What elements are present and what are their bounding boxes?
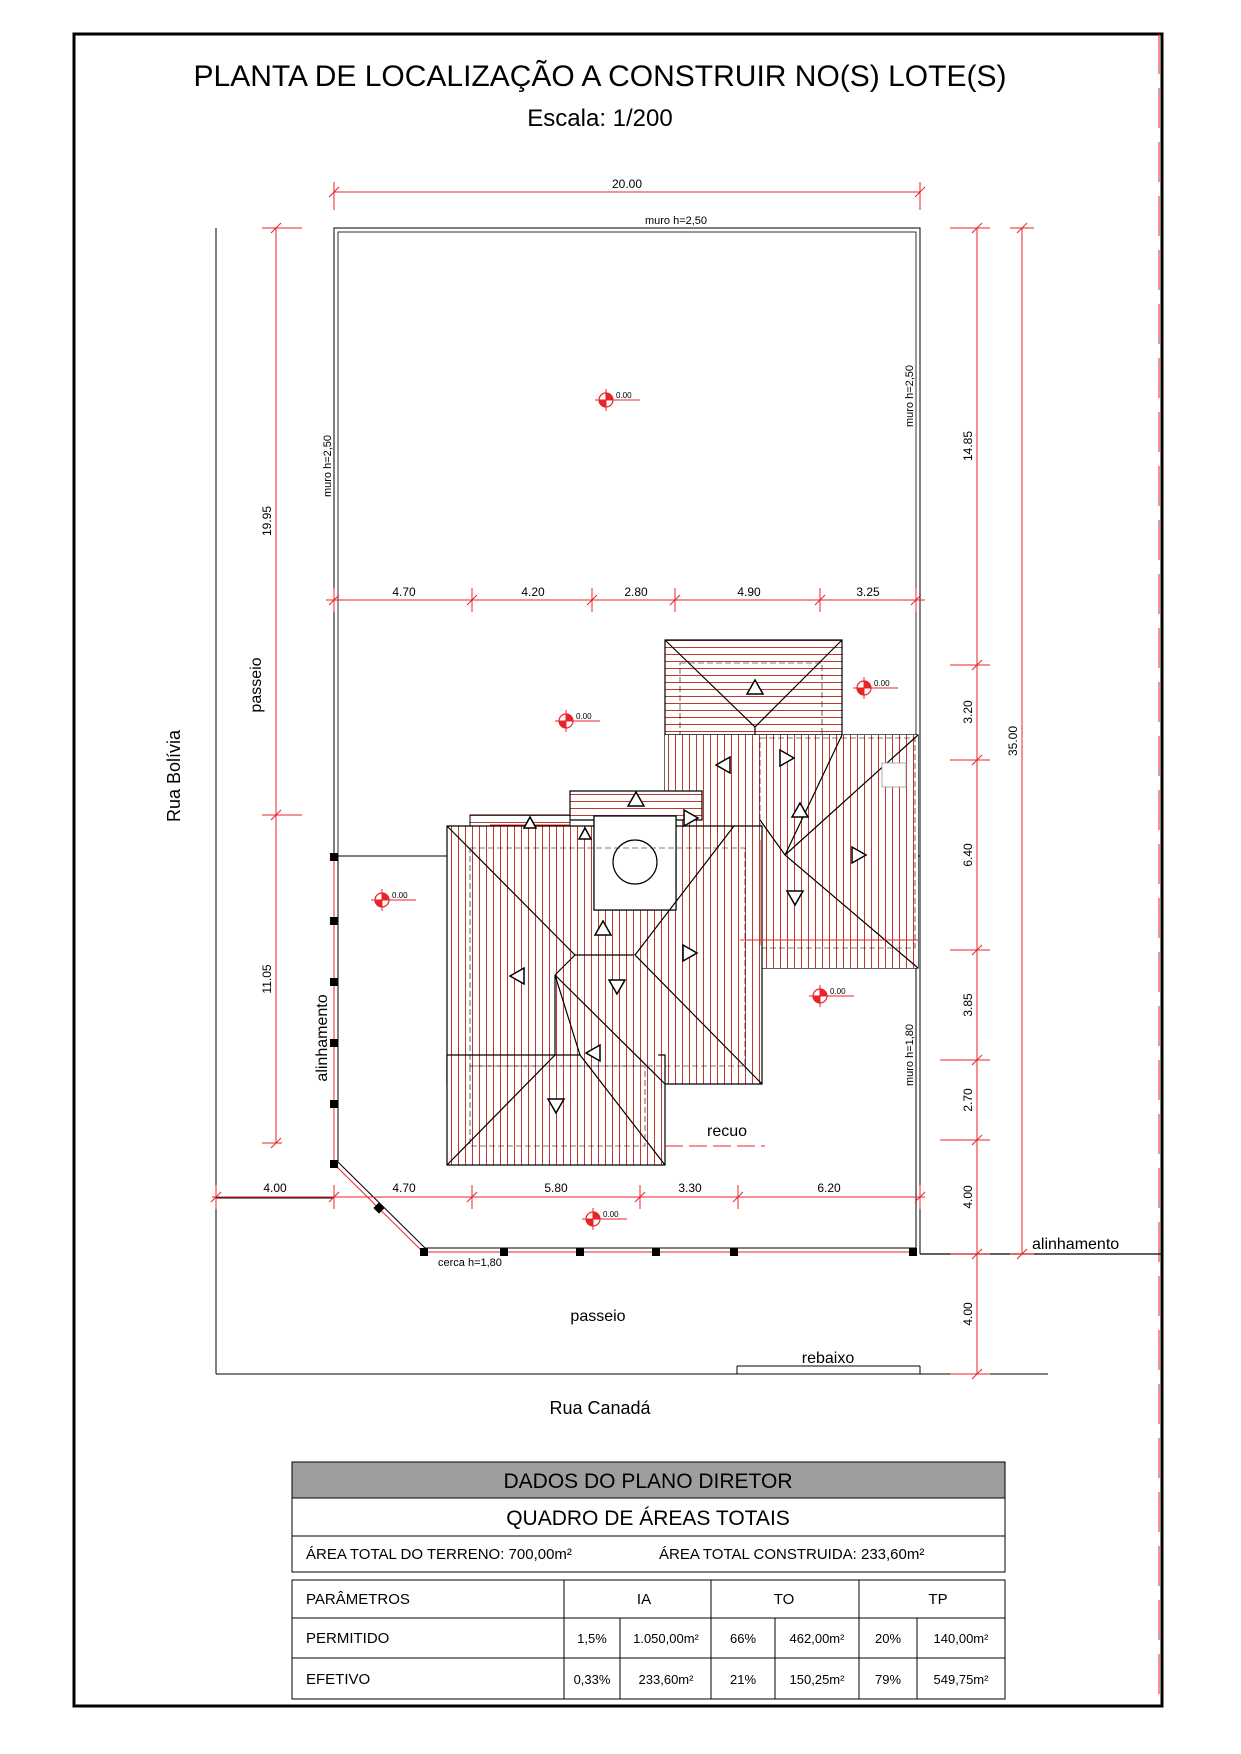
- row-permitido-tp-pct: 20%: [875, 1631, 901, 1646]
- table-header-quadro-areas: QUADRO DE ÁREAS TOTAIS: [506, 1507, 790, 1530]
- area-terreno-text: ÁREA TOTAL DO TERRENO: 700,00m²: [306, 1546, 572, 1563]
- row-efetivo-name: EFETIVO: [306, 1671, 370, 1688]
- sheet-border: [72, 32, 1164, 1708]
- cerca-label: cerca h=1,80: [438, 1257, 502, 1269]
- page-subtitle: Escala: 1/200: [527, 105, 672, 132]
- dim-middle-5: 3.25: [856, 585, 880, 599]
- level-label: 0.00: [830, 987, 846, 996]
- dim-left-2: 11.05: [260, 964, 274, 993]
- row-efetivo-ia-pct: 0,33%: [574, 1672, 611, 1687]
- recuo-label: recuo: [707, 1123, 747, 1140]
- passeio-left-label: passeio: [248, 657, 265, 712]
- row-permitido-name: PERMITIDO: [306, 1630, 389, 1647]
- col-ia: IA: [637, 1591, 651, 1608]
- muro-right-label: muro h=2,50: [904, 365, 916, 427]
- house-roof: [446, 639, 919, 1166]
- dim-right-2: 3.20: [961, 700, 975, 724]
- dim-middle-4: 4.90: [737, 585, 761, 599]
- dim-middle-3: 2.80: [624, 585, 648, 599]
- level-label: 0.00: [616, 391, 632, 400]
- row-efetivo-tp-pct: 79%: [875, 1672, 901, 1687]
- alinhamento-right-label: alinhamento: [1032, 1236, 1119, 1253]
- level-label: 0.00: [603, 1210, 619, 1219]
- dim-bottom-5: 6.20: [817, 1181, 841, 1195]
- row-efetivo-ia-val: 233,60m²: [639, 1672, 695, 1687]
- dim-left-1: 19.95: [260, 506, 274, 536]
- muro-top-label: muro h=2,50: [645, 215, 707, 227]
- dim-right-4: 3.85: [961, 993, 975, 1017]
- col-tp: TP: [928, 1591, 947, 1608]
- dim-right-1: 14.85: [961, 431, 975, 461]
- fence: [330, 853, 917, 1256]
- row-permitido-to-pct: 66%: [730, 1631, 756, 1646]
- dim-bottom-3: 5.80: [544, 1181, 568, 1195]
- dim-right-7: 4.00: [961, 1302, 975, 1326]
- dim-middle-1: 4.70: [392, 585, 416, 599]
- dim-right-5: 2.70: [961, 1088, 975, 1112]
- dim-middle-2: 4.20: [521, 585, 545, 599]
- muro-right-low-label: muro h=1,80: [904, 1024, 916, 1086]
- muro-left-label: muro h=2,50: [322, 435, 334, 497]
- row-efetivo-tp-val: 549,75m²: [934, 1672, 990, 1687]
- level-label: 0.00: [392, 891, 408, 900]
- row-efetivo-to-val: 150,25m²: [790, 1672, 846, 1687]
- area-construida-text: ÁREA TOTAL CONSTRUIDA: 233,60m²: [659, 1546, 924, 1563]
- street-left-label: Rua Bolívia: [164, 729, 184, 822]
- rebaixo-label: rebaixo: [802, 1350, 855, 1367]
- row-permitido-ia-val: 1.050,00m²: [633, 1631, 699, 1646]
- col-to: TO: [774, 1591, 795, 1608]
- areas-table: DADOS DO PLANO DIRETOR QUADRO DE ÁREAS T…: [291, 1461, 1006, 1700]
- alinhamento-left-label: alinhamento: [314, 994, 331, 1081]
- level-label: 0.00: [874, 679, 890, 688]
- dim-top-width: 20.00: [612, 177, 642, 191]
- level-marks: 0.00 0.00 0.00 0.00 0.00 0.00: [370, 388, 899, 1231]
- passeio-bottom-label: passeio: [570, 1308, 625, 1325]
- table-header-plano-diretor: DADOS DO PLANO DIRETOR: [504, 1470, 793, 1493]
- dim-bottom-1: 4.00: [263, 1181, 287, 1195]
- dimension-lines: [210, 182, 1034, 1380]
- col-parametros: PARÂMETROS: [306, 1591, 410, 1608]
- street-bottom-label: Rua Canadá: [549, 1398, 651, 1418]
- dim-bottom-2: 4.70: [392, 1181, 416, 1195]
- dim-right-3: 6.40: [961, 843, 975, 867]
- level-label: 0.00: [576, 712, 592, 721]
- page-title: PLANTA DE LOCALIZAÇÃO A CONSTRUIR NO(S) …: [194, 59, 1007, 93]
- row-permitido-to-val: 462,00m²: [790, 1631, 846, 1646]
- row-efetivo-to-pct: 21%: [730, 1672, 756, 1687]
- dim-bottom-4: 3.30: [678, 1181, 702, 1195]
- row-permitido-tp-val: 140,00m²: [934, 1631, 990, 1646]
- dim-right-6: 4.00: [961, 1185, 975, 1209]
- dim-right-total: 35.00: [1006, 726, 1020, 756]
- row-permitido-ia-pct: 1,5%: [577, 1631, 607, 1646]
